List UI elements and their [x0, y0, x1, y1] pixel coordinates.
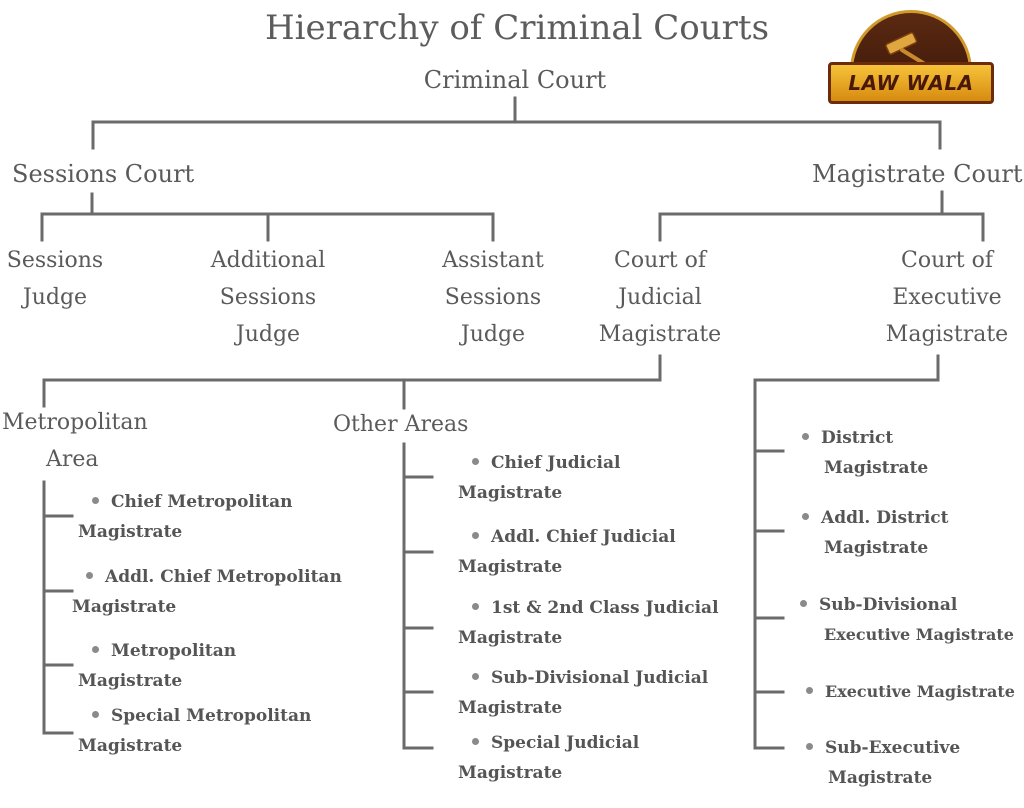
- node-line: Metropolitan: [2, 410, 148, 435]
- sessions-judge-node: Sessions Judge: [0, 242, 120, 316]
- node-line: Additional: [210, 248, 326, 273]
- sessions-court-node: Sessions Court: [12, 160, 195, 188]
- node-line: Magistrate: [598, 322, 722, 347]
- node-line: Sessions: [444, 285, 542, 310]
- list-item: Metropolitan Magistrate: [78, 641, 237, 691]
- bullet-icon: [472, 738, 479, 745]
- logo-text: LAW WALA: [848, 71, 974, 95]
- additional-sessions-judge-node: Additional Sessions Judge: [193, 242, 343, 353]
- bullet-icon: [86, 572, 93, 579]
- node-line: Executive: [892, 285, 1002, 310]
- node-line: Magistrate: [885, 322, 1009, 347]
- bullet-icon: [472, 603, 479, 610]
- bullet-icon: [472, 458, 479, 465]
- list-item: Sub-Divisional Executive Magistrate: [800, 590, 1014, 650]
- bullet-icon: [92, 711, 99, 718]
- list-item: Executive Magistrate: [806, 677, 1015, 707]
- node-line: Sessions: [6, 248, 104, 273]
- list-item: District Magistrate: [802, 423, 928, 483]
- list-item: Chief Metropolitan Magistrate: [78, 492, 293, 542]
- metropolitan-area-node: Metropolitan Area: [2, 404, 172, 478]
- bullet-icon: [806, 743, 813, 750]
- bullet-icon: [472, 673, 479, 680]
- law-wala-logo: LAW WALA: [828, 10, 994, 106]
- bullet-icon: [802, 513, 809, 520]
- node-line: Sessions: [219, 285, 317, 310]
- node-line: Assistant: [442, 248, 544, 273]
- bullet-icon: [802, 433, 809, 440]
- bullet-icon: [472, 532, 479, 539]
- bullet-icon: [806, 687, 813, 694]
- judicial-magistrate-node: Court of Judicial Magistrate: [585, 242, 735, 353]
- list-item: Sub-Divisional Judicial Magistrate: [458, 668, 709, 718]
- node-line: Court of: [901, 248, 993, 273]
- node-line: Judge: [235, 322, 301, 347]
- bullet-icon: [800, 600, 807, 607]
- other-areas-node: Other Areas: [333, 412, 469, 437]
- root-node: Criminal Court: [423, 66, 607, 94]
- list-item: Addl. District Magistrate: [802, 503, 949, 563]
- node-line: Judge: [22, 285, 88, 310]
- list-item: Special Judicial Magistrate: [458, 733, 640, 783]
- magistrate-court-node: Magistrate Court: [812, 160, 1023, 188]
- page-title: Hierarchy of Criminal Courts: [264, 8, 770, 48]
- logo-band: LAW WALA: [828, 62, 994, 104]
- list-item: Chief Judicial Magistrate: [458, 453, 621, 503]
- list-item: Sub-Executive Magistrate: [806, 733, 960, 793]
- bullet-icon: [92, 646, 99, 653]
- list-item: Addl. Chief Metropolitan Magistrate: [72, 567, 342, 617]
- bullet-icon: [92, 497, 99, 504]
- list-item: 1st & 2nd Class Judicial Magistrate: [458, 598, 719, 648]
- list-item: Addl. Chief Judicial Magistrate: [458, 527, 676, 577]
- executive-magistrate-node: Court of Executive Magistrate: [872, 242, 1022, 353]
- list-item: Special Metropolitan Magistrate: [78, 706, 312, 756]
- node-line: Judge: [460, 322, 526, 347]
- assistant-sessions-judge-node: Assistant Sessions Judge: [418, 242, 568, 353]
- node-line: Judicial: [618, 285, 702, 310]
- node-line: Area: [46, 447, 99, 472]
- node-line: Court of: [614, 248, 706, 273]
